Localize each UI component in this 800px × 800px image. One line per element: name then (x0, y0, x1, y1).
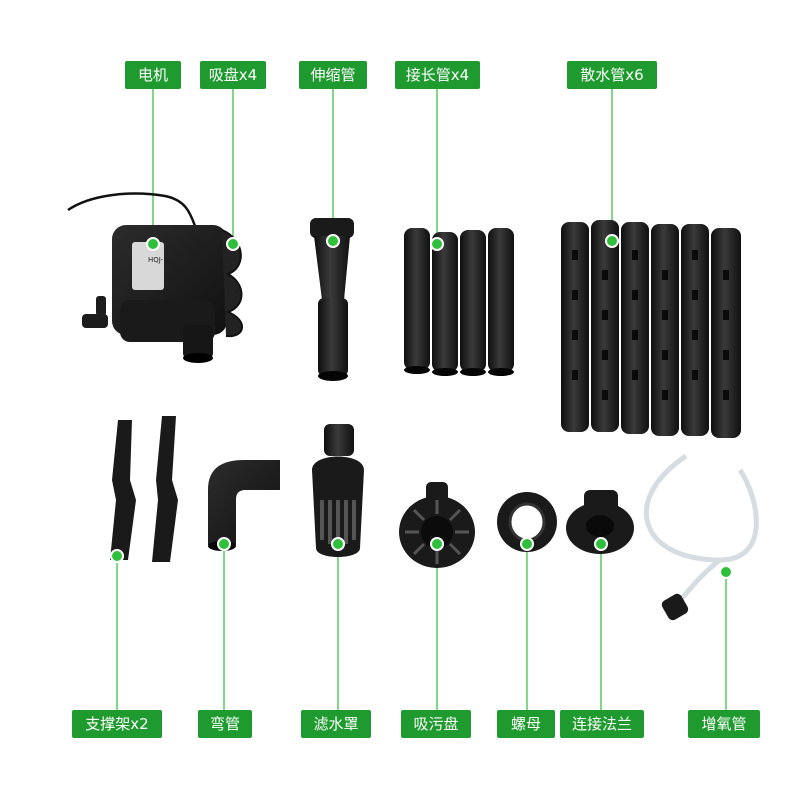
label-suction-cup: 吸盘x4 (200, 61, 266, 89)
label-motor: 电机 (125, 61, 181, 89)
label-oxygen-tube: 增氧管 (688, 710, 760, 738)
label-telescopic-tube: 伸缩管 (299, 61, 367, 89)
label-spray-tube: 散水管x6 (567, 61, 657, 89)
nut-illustration (497, 492, 557, 552)
elbow-illustration (208, 460, 280, 551)
telescopic-tube-illustration (310, 218, 354, 381)
oxygen-tube-illustration (643, 453, 759, 621)
suction-disc-illustration (399, 482, 475, 568)
flange-illustration (566, 490, 634, 554)
pump-motor-illustration: HQJ-1000B (67, 192, 243, 363)
pump-model-text: HQJ-1000B (148, 256, 186, 264)
leader-lines-top (152, 89, 613, 244)
label-extension-tube: 接长管x4 (395, 61, 480, 89)
label-support-bracket: 支撑架x2 (72, 710, 162, 738)
spray-tubes-illustration (561, 220, 741, 438)
label-filter-cover: 滤水罩 (301, 710, 371, 738)
marker-dots (110, 234, 733, 579)
extension-tubes-illustration (404, 228, 514, 376)
label-nut: 螺母 (497, 710, 555, 738)
filter-cover-illustration (312, 424, 364, 557)
label-elbow: 弯管 (198, 710, 252, 738)
label-suction-disc: 吸污盘 (401, 710, 471, 738)
label-flange: 连接法兰 (560, 710, 644, 738)
leader-lines-bottom (116, 544, 727, 710)
support-brackets-illustration (110, 416, 178, 562)
